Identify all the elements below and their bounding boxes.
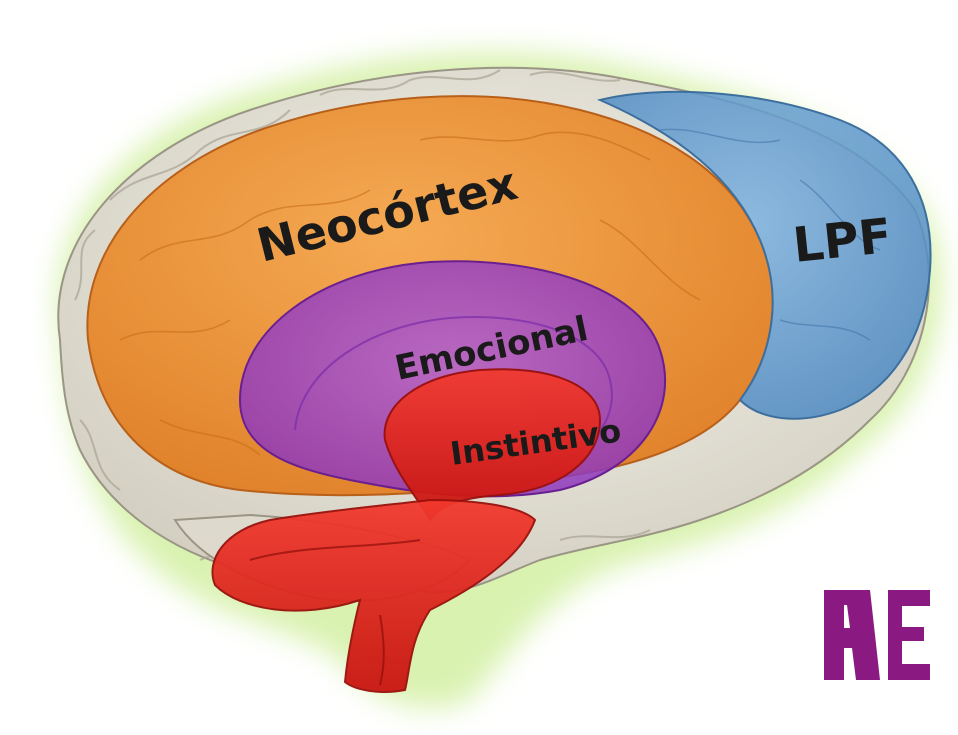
label-lpf: LPF [790,208,894,274]
ae-logo-a-shape [840,590,880,680]
ae-logo-e-top [902,590,930,606]
ae-logo [824,590,930,680]
ae-logo-e-bot [902,664,930,680]
ae-logo-e-mid [902,627,924,641]
ae-logo-e-bar [888,590,902,680]
